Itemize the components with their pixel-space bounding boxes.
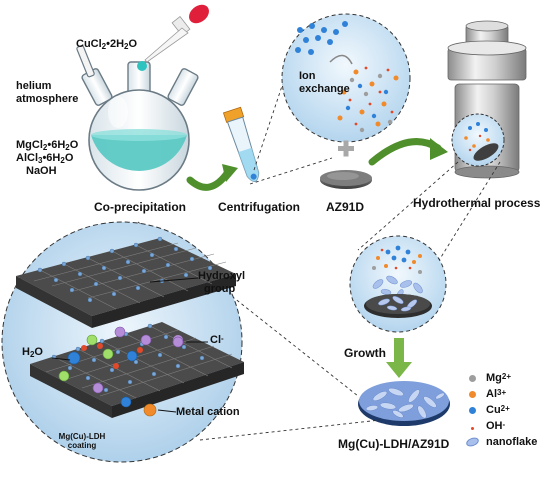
legend-item: Mg2+ xyxy=(466,369,511,387)
ion-exchange-line1: Ion xyxy=(299,70,316,82)
legend-item: Cu2+ xyxy=(466,401,510,419)
substrate-label: AZ91D xyxy=(326,200,365,214)
hydroxyl-line2: group xyxy=(204,283,236,295)
water-label: H2O xyxy=(22,346,43,359)
mgcl2-label: MgCl2•6H2O xyxy=(16,139,79,152)
hydrothermal-autoclave xyxy=(447,20,527,179)
helium-label: helium atmosphere xyxy=(16,80,78,106)
plus-sign xyxy=(338,140,354,157)
legend-swatch xyxy=(470,427,474,430)
cucl2-label: CuCl2•2H2O xyxy=(76,38,138,51)
coating-line1: Mg(Cu)-LDH xyxy=(58,432,106,441)
legend-label: Al3+ xyxy=(486,387,507,400)
hydroxyl-label: Hydroxyl group xyxy=(198,270,245,296)
legend-item: OH- xyxy=(466,417,505,435)
helium-label-line1: helium xyxy=(16,80,52,92)
legend-item: Al3+ xyxy=(466,385,506,403)
three-neck-flask xyxy=(76,45,199,191)
step-growth: Growth xyxy=(344,346,386,360)
ldh-structure-zoom xyxy=(1,221,244,463)
centrifuge-tube xyxy=(222,106,260,182)
ion-exchange-line2: exchange xyxy=(299,83,350,95)
chloride-label: Cl- xyxy=(210,334,224,346)
hydroxyl-line1: Hydroxyl xyxy=(198,270,246,282)
alcl3-label: AlCl3•6H2O xyxy=(16,152,74,165)
legend-label: nanoflake xyxy=(486,435,538,448)
legend-swatch xyxy=(468,375,476,382)
growth-zoom-circle xyxy=(349,235,447,333)
coating-line2: coating xyxy=(67,441,97,450)
legend-label: Cu2+ xyxy=(486,403,510,416)
precursor-list: MgCl2•6H2O AlCl3•6H2O NaOH xyxy=(16,139,78,178)
az91d-disk xyxy=(320,170,372,189)
helium-label-line2: atmosphere xyxy=(16,93,79,105)
legend-label: Mg2+ xyxy=(486,371,512,384)
coating-label: Mg(Cu)-LDH coating xyxy=(52,432,112,450)
naoh-label: NaOH xyxy=(26,165,57,177)
legend-swatch xyxy=(465,436,480,448)
legend-label: OH- xyxy=(486,419,506,432)
coated-disk xyxy=(358,381,450,426)
step-coprecipitation: Co-precipitation xyxy=(94,200,186,214)
step-hydrothermal: Hydrothermal process xyxy=(413,196,541,210)
legend-swatch xyxy=(468,407,476,414)
product-label: Mg(Cu)-LDH/AZ91D xyxy=(338,437,450,451)
dropper-pipette xyxy=(137,4,209,71)
ion-exchange-label: Ion exchange xyxy=(299,70,350,96)
ion-exchange-circle xyxy=(281,13,411,143)
step-centrifugation: Centrifugation xyxy=(218,200,300,214)
metal-cation-label: Metal cation xyxy=(176,406,240,418)
legend-item: nanoflake xyxy=(465,433,538,451)
legend-swatch xyxy=(468,391,476,398)
